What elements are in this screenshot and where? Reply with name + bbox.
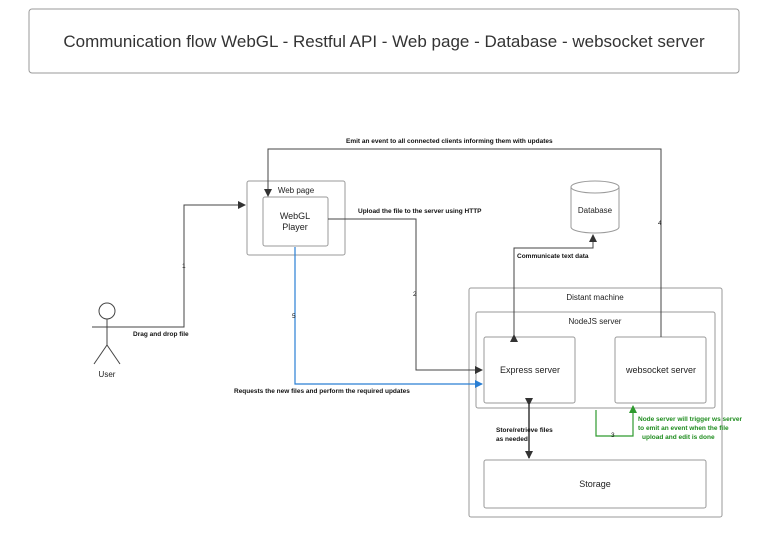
user-label: User <box>99 370 116 379</box>
storage-label: Storage <box>579 479 611 489</box>
edge-ws-trigger <box>595 405 637 437</box>
edge-label-store-retrieve-line1: Store/retrieve files <box>496 427 553 434</box>
step-number-3: 3 <box>611 432 615 439</box>
edge-label-ws-trigger-line3: upload and edit is done <box>642 434 715 441</box>
edge-drag-drop <box>122 201 246 328</box>
edge-label-ws-trigger-line1: Node server will trigger ws server <box>638 416 743 423</box>
express-server-label: Express server <box>500 365 560 375</box>
edge-emit-event <box>264 148 662 337</box>
edge-label-ws-trigger-line2: to emit an event when the file <box>638 425 729 432</box>
edge-label-upload-file: Upload the file to the server using HTTP <box>358 208 482 215</box>
step-number-1: 1 <box>182 263 186 270</box>
step-number-5: 5 <box>292 313 296 320</box>
edge-label-emit-event: Emit an event to all connected clients i… <box>346 138 553 145</box>
edge-label-store-retrieve-line2: as needed <box>496 436 528 443</box>
title-box <box>28 8 740 74</box>
nodejs-server-label: NodeJS server <box>569 317 622 326</box>
webgl-player-label-line2: Player <box>282 222 308 232</box>
database-label: Database <box>578 206 613 215</box>
step-number-2: 2 <box>413 291 417 298</box>
webgl-player-label-line1: WebGL <box>280 211 310 221</box>
edge-communicate-text <box>510 234 597 342</box>
websocket-server-label: websocket server <box>625 365 696 375</box>
database-cylinder <box>570 180 620 234</box>
user-actor-icon <box>92 302 122 365</box>
edge-requests-files <box>294 247 483 388</box>
webgl-player-box <box>262 196 329 247</box>
edge-upload-file <box>328 218 483 374</box>
step-number-4: 4 <box>658 220 662 227</box>
edge-label-requests-files: Requests the new files and perform the r… <box>234 388 410 395</box>
storage-box <box>483 459 707 509</box>
edge-label-communicate-text: Communicate text data <box>517 253 589 260</box>
edge-label-drag-drop: Drag and drop file <box>133 331 189 338</box>
distant-machine-label: Distant machine <box>566 293 624 302</box>
diagram-title: Communication flow WebGL - Restful API -… <box>63 32 705 51</box>
web-page-label: Web page <box>278 186 315 195</box>
